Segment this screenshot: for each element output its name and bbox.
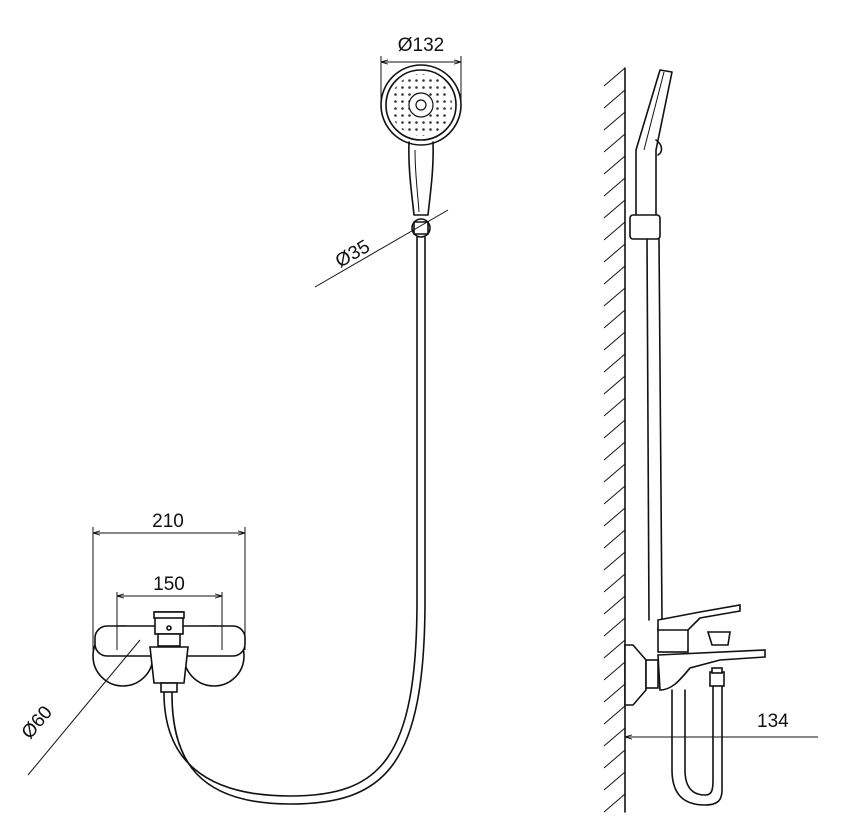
wall-hatch-line (603, 111, 626, 131)
side-view: 134 (603, 67, 818, 813)
shower-hose (163, 236, 426, 805)
wall-hatch-line (603, 683, 626, 703)
wall-hatch-line (603, 771, 626, 791)
shower-head-diameter-label: Ø132 (398, 35, 444, 56)
wall-hatch-line (603, 309, 626, 329)
wall-hatch-line (603, 573, 626, 593)
dimension-center-distance: 150 (116, 574, 223, 650)
flange-diameter-label: Ø60 (18, 702, 57, 743)
holder-diameter-label: Ø35 (332, 236, 374, 272)
dimension-projection: 134 (625, 711, 818, 737)
wall-hatch-line (603, 551, 626, 571)
wall-hatch-line (603, 419, 626, 439)
shower-head (380, 64, 462, 216)
wall-hatch-line (603, 353, 626, 373)
wall-hatch-line (603, 67, 626, 87)
wall-hatch-line (603, 507, 626, 527)
wall-hatch-line (603, 661, 626, 681)
side-hose (671, 685, 723, 806)
wall-hatch-line (603, 265, 626, 285)
dimension-overall-width: 210 (92, 511, 246, 650)
wall-hatch-line (603, 199, 626, 219)
mixer-body (92, 611, 246, 693)
projection-label: 134 (757, 711, 789, 732)
wall-hatch-line (603, 793, 626, 813)
wall-hatch-line (603, 331, 626, 351)
wall-hatch-line (603, 177, 626, 197)
wall-hatch-line (603, 89, 626, 109)
wall-hatch-line (603, 617, 626, 637)
overall-width-label: 210 (152, 511, 184, 532)
wall-hatch-line (603, 749, 626, 769)
wall-hatch-line (603, 243, 626, 263)
wall-hatch-line (603, 705, 626, 725)
wall-hatch-line (603, 375, 626, 395)
wall (603, 67, 626, 813)
wall-hatch-line (603, 441, 626, 461)
wall-hatch-line (603, 463, 626, 483)
center-distance-label: 150 (153, 574, 185, 595)
wall-hatch-line (603, 485, 626, 505)
wall-hatch-line (603, 727, 626, 747)
wall-hatch-line (603, 397, 626, 417)
front-view: Ø132 Ø35 (18, 35, 462, 805)
wall-hatch-line (603, 287, 626, 307)
dimension-shower-head: Ø132 (380, 35, 462, 100)
wall-hatch-line (603, 133, 626, 153)
wall-hatch-line (603, 639, 626, 659)
wall-hatch-line (603, 155, 626, 175)
dimension-flange: Ø60 (18, 639, 141, 776)
wall-hatch-line (603, 595, 626, 615)
mixer-side (624, 604, 766, 706)
hose-holder: Ø35 (314, 209, 449, 288)
wall-hatch-line (603, 221, 626, 241)
wall-hatch-line (603, 529, 626, 549)
hand-shower-side (629, 69, 673, 621)
